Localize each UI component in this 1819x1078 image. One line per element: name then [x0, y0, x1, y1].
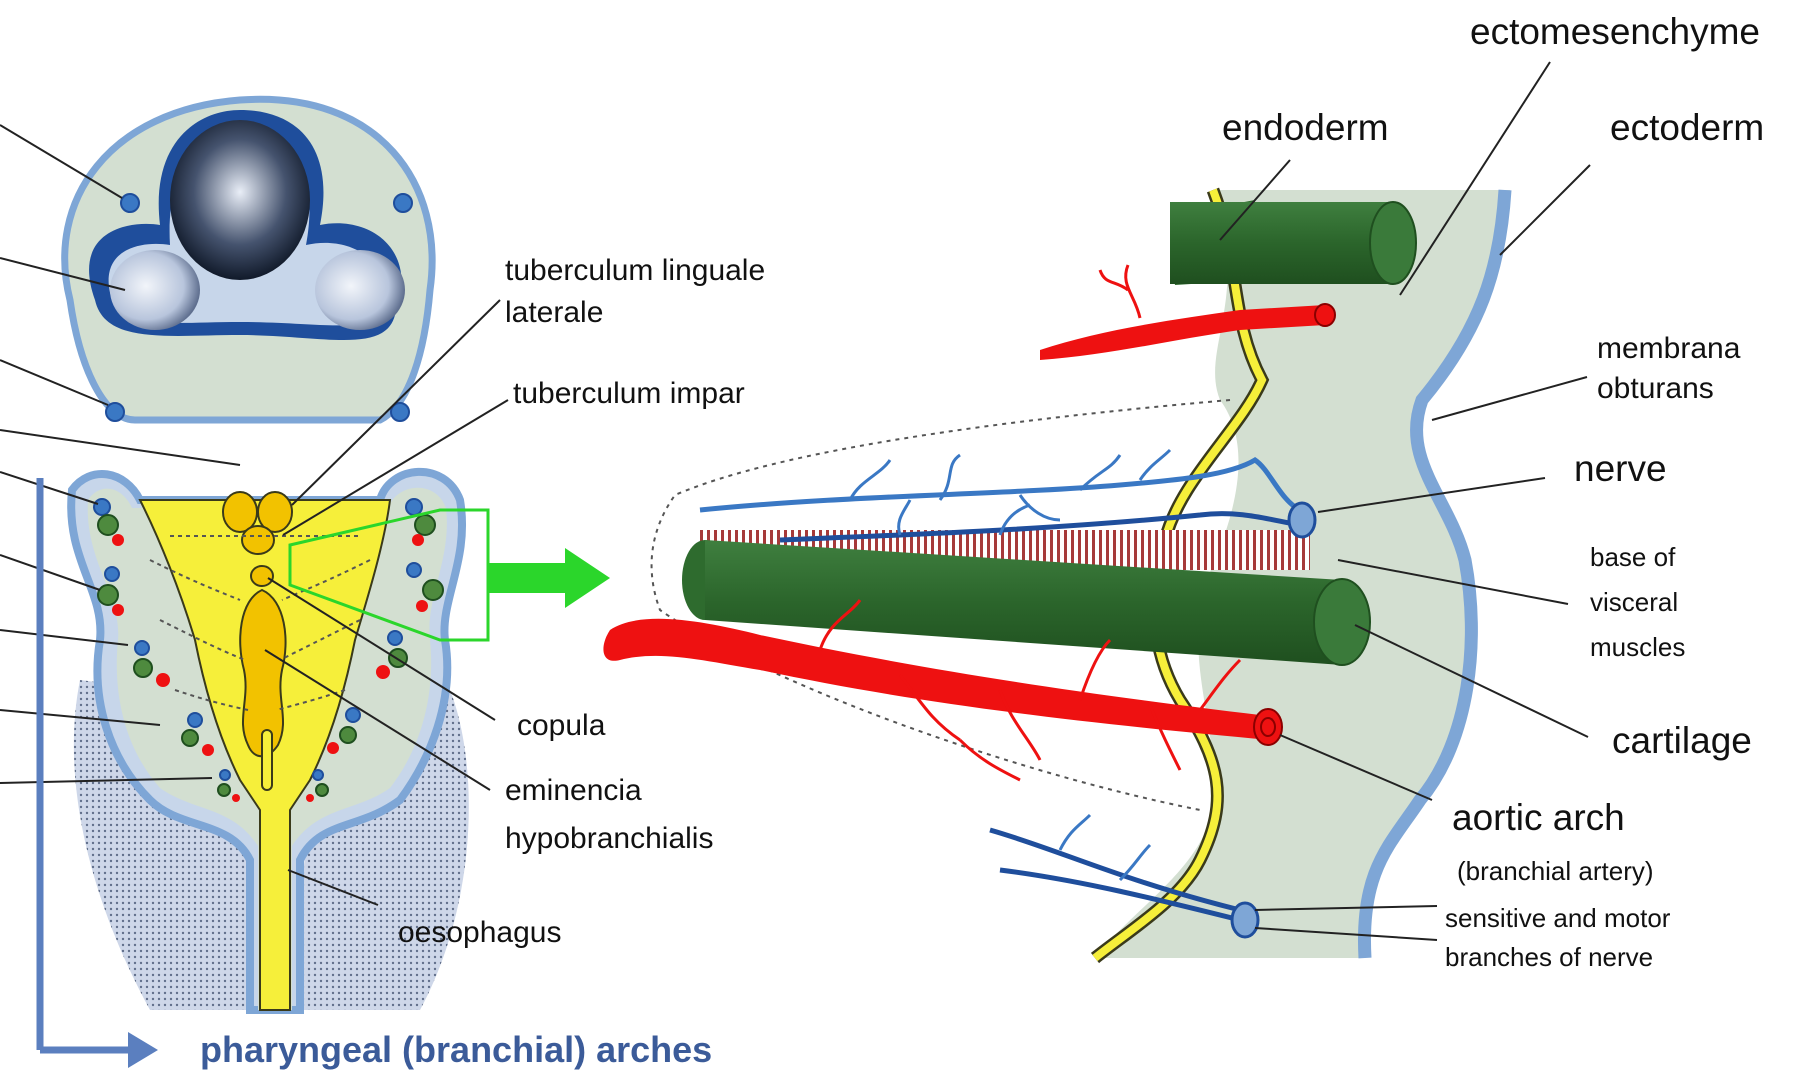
label-oesophagus: oesophagus — [398, 916, 561, 949]
label-branches-of-nerve: branches of nerve — [1445, 942, 1653, 972]
brain-vesicle — [170, 120, 310, 280]
laryngeal-groove — [262, 730, 272, 790]
label-membrana-2: obturans — [1597, 372, 1714, 405]
label-ectomesenchyme: ectomesenchyme — [1470, 11, 1760, 52]
zoom-arrow — [488, 548, 610, 608]
upper-cartilage — [1170, 200, 1416, 285]
label-aortic-arch: aortic arch — [1452, 797, 1625, 838]
label-tuberculum-impar: tuberculum impar — [513, 377, 745, 410]
label-sensitive-motor: sensitive and motor — [1445, 903, 1671, 933]
copula-shape — [251, 566, 273, 586]
label-base-of: base of — [1590, 542, 1676, 572]
label-cartilage: cartilage — [1612, 720, 1752, 761]
upper-artery-branches — [1100, 265, 1140, 318]
head-cross-section — [65, 99, 432, 421]
label-muscles: muscles — [1590, 632, 1685, 662]
vessel-dot — [121, 194, 139, 212]
label-tuberculum-linguale-2: laterale — [505, 296, 603, 329]
aortic-arch-lumen — [1254, 709, 1282, 745]
label-endoderm: endoderm — [1222, 107, 1389, 148]
upper-artery-lumen — [1315, 304, 1335, 326]
label-hypobranchialis: hypobranchialis — [505, 822, 713, 855]
tuberculum-impar-shape — [242, 526, 274, 554]
label-eminencia: eminencia — [505, 774, 642, 807]
arch-3d-section — [603, 190, 1510, 958]
label-membrana: membrana — [1597, 332, 1741, 365]
vessel-dot — [394, 194, 412, 212]
bracket-arrowhead — [128, 1032, 158, 1068]
label-nerve: nerve — [1574, 448, 1667, 489]
label-copula: copula — [517, 709, 606, 742]
labels: ectomesenchyme endoderm ectoderm tubercu… — [398, 11, 1764, 972]
label-visceral: visceral — [1590, 587, 1678, 617]
lower-nerve-cut-end — [1232, 903, 1258, 937]
right-lobe — [315, 250, 405, 330]
nerve-cut-end — [1289, 503, 1315, 537]
vessel-dot — [106, 403, 124, 421]
label-ectoderm: ectoderm — [1610, 107, 1764, 148]
caption-pharyngeal-arches: pharyngeal (branchial) arches — [200, 1029, 712, 1070]
label-branchial-artery: (branchial artery) — [1457, 856, 1654, 886]
label-tuberculum-linguale: tuberculum linguale — [505, 254, 765, 287]
